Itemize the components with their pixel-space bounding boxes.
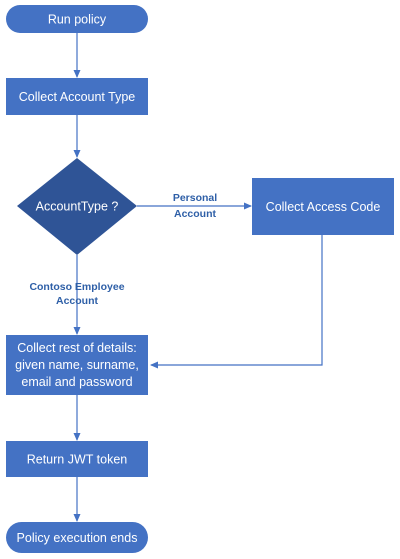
collect-access-code-label: Collect Access Code [266,200,381,214]
connector-access-code-to-details [150,235,323,369]
collect-account-type-label: Collect Account Type [19,90,136,104]
end-node-label: Policy execution ends [17,531,138,545]
employee-label-line1: Contoso Employee [29,281,124,293]
decision-label: AccountType ? [36,200,119,214]
end-node: Policy execution ends [6,522,148,553]
return-jwt-token-label: Return JWT token [27,453,128,467]
collect-details-line3: email and password [21,375,132,389]
collect-access-code-node: Collect Access Code [252,178,394,235]
account-type-decision-node: AccountType ? [17,158,137,255]
collect-details-line2: given name, surname, [15,358,139,372]
start-node-label: Run policy [48,13,107,27]
personal-label-line1: Personal [173,192,217,204]
return-jwt-token-node: Return JWT token [6,441,148,477]
connectors [73,33,323,522]
collect-account-type-node: Collect Account Type [6,78,148,115]
collect-details-line1: Collect rest of details: [17,341,137,355]
personal-account-edge-label: Personal Account [173,192,217,220]
employee-account-edge-label: Contoso Employee Account [29,281,124,307]
collect-details-node: Collect rest of details: given name, sur… [6,335,148,395]
employee-label-line2: Account [56,295,99,307]
start-node: Run policy [6,5,148,33]
personal-label-line2: Account [174,208,217,220]
